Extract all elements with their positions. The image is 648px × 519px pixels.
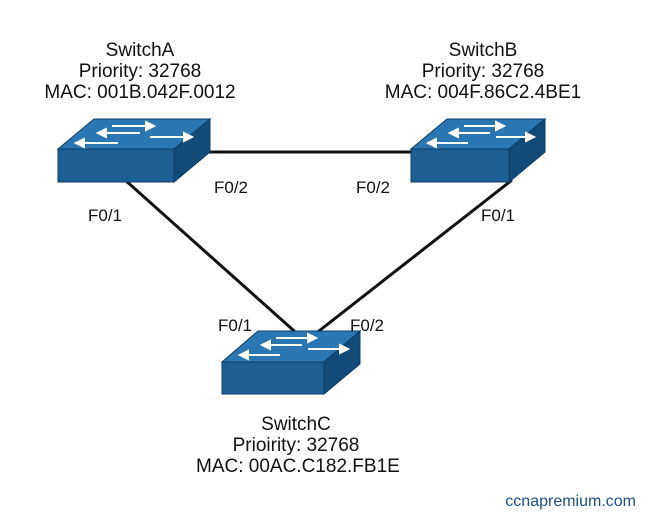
- switch-b-icon: [409, 117, 547, 184]
- port-c-f01: F0/1: [218, 316, 253, 335]
- port-b-f02: F0/2: [356, 178, 391, 197]
- link-a-c: [124, 178, 303, 340]
- watermark: ccnapremium.com: [505, 493, 636, 510]
- switch-c-name: SwitchC: [261, 414, 331, 435]
- switch-c-mac: MAC: 00AC.C182.FB1E: [196, 456, 400, 477]
- switch-b-priority: Priority: 32768: [421, 61, 545, 82]
- switch-a-priority: Priority: 32768: [78, 61, 202, 82]
- switch-c-priority: Prioirity: 32768: [232, 435, 360, 456]
- switch-a-name: SwitchA: [105, 40, 175, 61]
- switch-c-icon: [220, 329, 362, 396]
- port-a-f02: F0/2: [214, 178, 249, 197]
- switch-a-mac: MAC: 001B.042F.0012: [44, 82, 236, 103]
- switch-a-icon: [56, 117, 212, 184]
- switch-b-mac: MAC: 004F.86C2.4BE1: [384, 82, 582, 103]
- link-b-c: [309, 178, 513, 340]
- port-c-f02: F0/2: [350, 316, 385, 335]
- port-b-f01: F0/1: [481, 206, 516, 225]
- switch-c-label: SwitchC Prioirity: 32768 MAC: 00AC.C182.…: [196, 414, 400, 477]
- switch-b-label: SwitchB Priority: 32768 MAC: 004F.86C2.4…: [378, 40, 588, 103]
- switch-b-name: SwitchB: [448, 40, 518, 61]
- port-a-f01: F0/1: [88, 206, 123, 225]
- switch-a-label: SwitchA Priority: 32768 MAC: 001B.042F.0…: [40, 40, 240, 103]
